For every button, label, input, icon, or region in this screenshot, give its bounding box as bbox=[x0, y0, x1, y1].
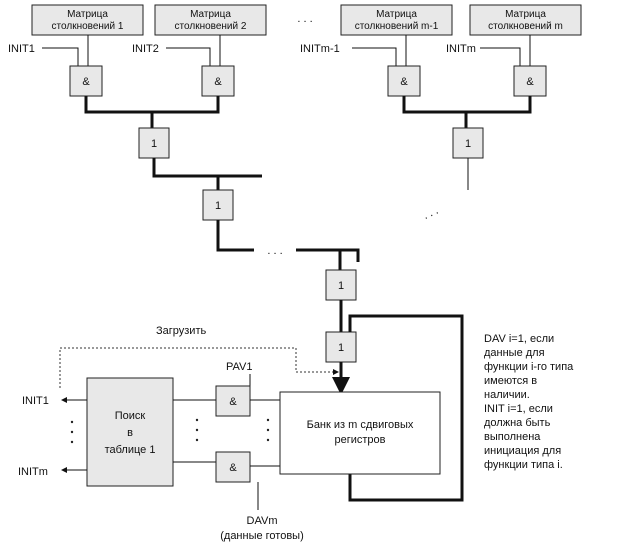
note-line-4: имеются в bbox=[484, 375, 537, 387]
matrix-1: Матрица столкновений 1 bbox=[31, 4, 144, 36]
matrix-m-1-line2: столкновений m-1 bbox=[355, 21, 439, 32]
bank-line2: регистров bbox=[334, 434, 385, 446]
note-line-7: должна быть bbox=[484, 417, 551, 429]
and-gate-m-1: & bbox=[387, 65, 421, 97]
and-gate-davm-symbol: & bbox=[229, 462, 237, 474]
initm-1-label-top: INITm-1 bbox=[300, 43, 340, 55]
note-line-9: инициация для bbox=[484, 445, 561, 457]
or-gate-4: 1 bbox=[325, 269, 357, 301]
matrix-1-line1: Матрица bbox=[67, 9, 108, 20]
note-line-8: выполнена bbox=[484, 431, 541, 443]
init1-label-top: INIT1 bbox=[8, 43, 35, 55]
and-gate-2-symbol: & bbox=[214, 76, 222, 88]
matrix-m-1: Матрица столкновений m-1 bbox=[340, 4, 453, 36]
shift-register-bank: Банк из m сдвиговых регистров bbox=[279, 391, 441, 475]
or-gate-2-symbol: 1 bbox=[465, 138, 471, 150]
diag-ellipsis: . . . bbox=[421, 205, 440, 222]
and-gate-m: & bbox=[513, 65, 547, 97]
and-gate-pav1-symbol: & bbox=[229, 396, 237, 408]
or-gate-2: 1 bbox=[452, 127, 484, 159]
note-line-1: DAV i=1, если bbox=[484, 333, 554, 345]
bus-ellipsis: . . . bbox=[267, 245, 282, 257]
davm-sublabel: (данные готовы) bbox=[220, 530, 304, 542]
matrix-ellipsis: . . . bbox=[297, 13, 312, 25]
note-line-2: данные для bbox=[484, 347, 545, 359]
or-gate-3: 1 bbox=[202, 189, 234, 221]
initm-label-bottom: INITm bbox=[18, 466, 48, 478]
davm-label: DAVm bbox=[247, 515, 278, 527]
or-gate-1-symbol: 1 bbox=[151, 138, 157, 150]
and-gate-1-symbol: & bbox=[82, 76, 90, 88]
and-gate-m-1-symbol: & bbox=[400, 76, 408, 88]
search-line1: Поиск bbox=[115, 410, 146, 422]
search-line2: в bbox=[127, 427, 133, 439]
or-gate-3-symbol: 1 bbox=[215, 200, 221, 212]
pav1-label: PAV1 bbox=[226, 361, 253, 373]
matrix-m-1-line1: Матрица bbox=[376, 9, 417, 20]
and-gate-m-symbol: & bbox=[526, 76, 534, 88]
or-gate-5: 1 bbox=[325, 331, 357, 363]
init1-label-bottom: INIT1 bbox=[22, 395, 49, 407]
matrix-m-line1: Матрица bbox=[505, 9, 546, 20]
matrix-1-line2: столкновений 1 bbox=[52, 21, 124, 32]
matrix-2-line2: столкновений 2 bbox=[175, 21, 247, 32]
init2-label-top: INIT2 bbox=[132, 43, 159, 55]
matrix-m: Матрица столкновений m bbox=[469, 4, 582, 36]
and-gate-davm: & bbox=[215, 451, 251, 483]
initm-label-top: INITm bbox=[446, 43, 476, 55]
and-gate-pav1: & bbox=[215, 385, 251, 417]
or-gate-4-symbol: 1 bbox=[338, 280, 344, 292]
and-gate-2: & bbox=[201, 65, 235, 97]
load-label: Загрузить bbox=[156, 325, 206, 337]
or-gate-1: 1 bbox=[138, 127, 170, 159]
matrix-m-line2: столкновений m bbox=[488, 21, 563, 32]
search-line3: таблице 1 bbox=[105, 444, 156, 456]
matrix-2-line1: Матрица bbox=[190, 9, 231, 20]
legend-note: DAV i=1, если данные для функции i-го ти… bbox=[484, 333, 574, 471]
search-table-block: Поиск в таблице 1 bbox=[86, 377, 174, 487]
or-gate-5-symbol: 1 bbox=[338, 342, 344, 354]
note-line-3: функции i-го типа bbox=[484, 361, 574, 373]
note-line-10: функции типа i. bbox=[484, 459, 563, 471]
matrix-2: Матрица столкновений 2 bbox=[154, 4, 267, 36]
and-gate-1: & bbox=[69, 65, 103, 97]
note-line-5: наличии. bbox=[484, 389, 530, 401]
note-line-6: INIT i=1, если bbox=[484, 403, 553, 415]
bank-line1: Банк из m сдвиговых bbox=[307, 419, 414, 431]
